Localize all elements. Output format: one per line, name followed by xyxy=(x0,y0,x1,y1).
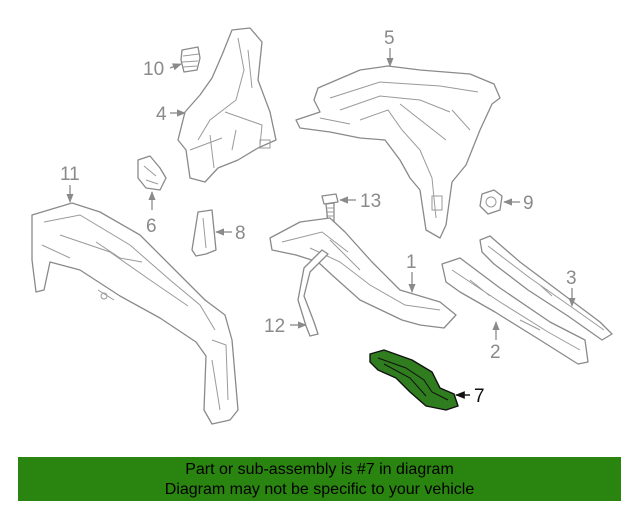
part-7-highlighted-bracket xyxy=(369,349,459,411)
part-9-clip xyxy=(479,189,503,215)
part-1-center-support xyxy=(269,217,457,329)
callout-6: 6 xyxy=(146,216,157,237)
callout-10: 10 xyxy=(143,59,164,80)
info-banner: Part or sub-assembly is #7 in diagram Di… xyxy=(18,457,621,501)
callout-13: 13 xyxy=(360,191,381,212)
callout-2: 2 xyxy=(490,342,501,363)
parts-diagram: 10 4 5 6 11 13 9 8 1 3 2 12 7 xyxy=(31,27,613,425)
callout-9: 9 xyxy=(523,193,534,214)
part-12-stay xyxy=(297,249,329,337)
banner-line-disclaimer: Diagram may not be specific to your vehi… xyxy=(164,481,475,498)
part-5-upper-support xyxy=(295,65,501,239)
part-3-side-member xyxy=(479,235,613,341)
part-8-bracket xyxy=(191,209,217,257)
part-13-bolt xyxy=(321,193,339,224)
banner-line-part-number: Part or sub-assembly is #7 in diagram xyxy=(185,461,454,478)
callout-5: 5 xyxy=(384,28,395,49)
callout-leaders xyxy=(66,48,576,399)
part-4-bracket xyxy=(177,27,277,183)
callout-12: 12 xyxy=(264,316,285,337)
callout-1: 1 xyxy=(406,252,417,273)
part-11-lower-tie-bar xyxy=(31,202,239,425)
callout-7: 7 xyxy=(474,386,485,407)
callout-8: 8 xyxy=(235,223,246,244)
callout-labels: 10 4 5 6 11 13 9 8 1 3 2 12 7 xyxy=(60,28,577,407)
part-6-clip xyxy=(137,155,167,191)
part-2-side-member xyxy=(441,257,589,365)
callout-11: 11 xyxy=(60,164,80,185)
callout-4: 4 xyxy=(156,104,167,125)
callout-3: 3 xyxy=(566,268,577,289)
part-10-bushing xyxy=(180,46,201,73)
